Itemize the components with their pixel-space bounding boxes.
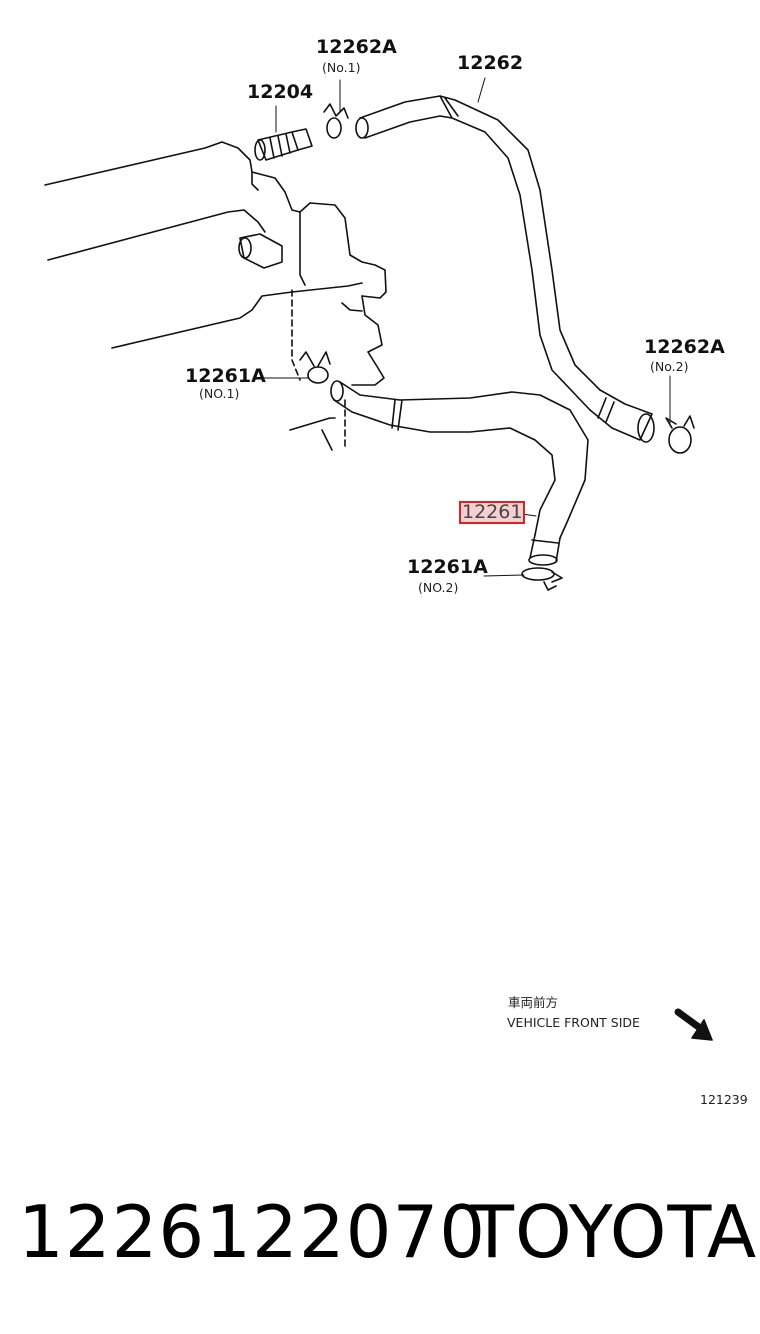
arrow-icon bbox=[674, 1008, 713, 1041]
callout-12262a-no1[interactable]: 12262A bbox=[316, 36, 397, 58]
callout-12261a-no2[interactable]: 12261A bbox=[407, 556, 488, 578]
clamp-12261a-no2 bbox=[521, 567, 563, 591]
callout-12262[interactable]: 12262 bbox=[457, 52, 524, 74]
callout-12261a-no1-sub: (NO.1) bbox=[199, 386, 240, 401]
hose-12262 bbox=[355, 95, 655, 443]
engine-block-outline bbox=[44, 141, 387, 451]
callout-12204[interactable]: 12204 bbox=[247, 81, 314, 103]
direction-label-en: VEHICLE FRONT SIDE bbox=[507, 1015, 640, 1030]
clamp-12261a-no1 bbox=[299, 351, 331, 384]
leader-lines bbox=[261, 77, 671, 577]
diagram-id: 121239 bbox=[700, 1092, 748, 1107]
callout-12261a-no1[interactable]: 12261A bbox=[185, 365, 266, 387]
callout-12262a-no1-sub: (No.1) bbox=[322, 60, 361, 75]
brand-name: TOYOTA bbox=[470, 1190, 758, 1274]
callout-12261a-no2-sub: (NO.2) bbox=[418, 580, 459, 595]
callout-12262a-no2-sub: (No.2) bbox=[650, 359, 689, 374]
callout-12262a-no2[interactable]: 12262A bbox=[644, 336, 725, 358]
hose-12261 bbox=[330, 380, 589, 566]
pcv-valve bbox=[254, 128, 313, 161]
clamp-12262a-no1 bbox=[323, 103, 349, 139]
callout-12261-selected[interactable]: 12261 bbox=[459, 501, 526, 524]
part-number: 1226122070 bbox=[18, 1190, 487, 1274]
direction-label-jp: 車両前方 bbox=[508, 995, 559, 1010]
